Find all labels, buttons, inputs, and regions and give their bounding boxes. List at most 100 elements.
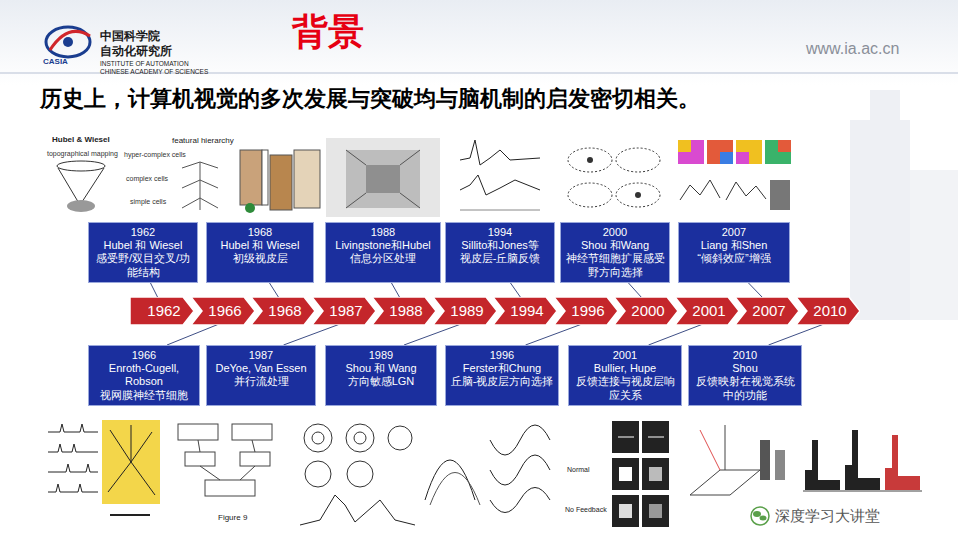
feedback-response-plots	[455, 138, 547, 217]
parallel-stream-diagram-part	[205, 480, 255, 496]
tuning-curves-part	[430, 473, 480, 506]
event-topic: 视网膜神经节细胞	[93, 389, 195, 402]
event-year: 1962	[93, 226, 193, 239]
feedback-response-plots-part	[460, 175, 540, 195]
background-part	[910, 170, 958, 320]
event-authors: DeYoe, Van Essen	[211, 362, 311, 375]
slide-title: 背景	[292, 8, 364, 57]
orientation-polar-plots-part	[294, 418, 418, 530]
receptive-field-illustration	[45, 133, 323, 217]
pyramid-illusion-figure-part	[346, 150, 420, 208]
year-text: 1987	[312, 297, 376, 325]
receptive-field-illustration-part	[294, 150, 320, 208]
feedback-stimulus-panels-part	[612, 458, 639, 490]
pyramid-illusion-figure-part	[326, 138, 440, 217]
receptive-field-ellipses-part	[635, 192, 641, 198]
chevron-fill	[493, 297, 557, 325]
ganglion-cell-figure-part	[102, 420, 160, 504]
wechat-icon	[751, 507, 769, 525]
institute-name-en: INSTITUTE OF AUTOMATION	[100, 60, 189, 67]
pyramid-illusion-figure	[326, 138, 440, 217]
orientation-map-figure-part	[765, 140, 791, 164]
event-year: 2007	[683, 226, 785, 239]
orientation-map-figure-part	[726, 182, 766, 200]
event-box: 1994Sillito和Jones等视皮层-丘脑反馈	[445, 222, 555, 283]
chevron-fill	[796, 297, 860, 325]
event-topic: “倾斜效应”增强	[683, 252, 785, 265]
receptive-field-ellipses-part	[568, 183, 612, 207]
response-histograms	[800, 418, 924, 498]
timeline-connector	[404, 324, 461, 345]
ganglion-cell-figure-part	[110, 514, 150, 516]
event-topic: 丘脑-视皮层方向选择	[450, 375, 554, 388]
figure-text: topographical mapping	[47, 150, 118, 158]
year-chevron: 1994	[493, 297, 557, 325]
subtitle-text: 历史上，计算机视觉的多次发展与突破均与脑机制的启发密切相关。	[40, 86, 700, 111]
receptive-field-illustration-part	[58, 168, 104, 205]
chevron-fill	[554, 297, 618, 325]
recording-setup-diagram-part	[775, 450, 785, 480]
feedback-response-plots-part	[460, 140, 540, 165]
institute-name: 自动化研究所	[100, 45, 172, 59]
chevron-fill	[675, 297, 739, 325]
response-histograms-part	[845, 430, 880, 490]
chevron-fill	[372, 297, 436, 325]
logo-acronym: CASIA	[43, 57, 68, 66]
response-histograms-part	[803, 491, 922, 492]
website-url: www.ia.ac.cn	[806, 40, 899, 58]
recording-setup-diagram	[678, 418, 798, 502]
feedback-response-plots-part	[455, 138, 547, 217]
event-box: 2000Shou 和Wang神经节细胞扩展感受野方向选择	[560, 222, 670, 283]
figure-text: simple cells	[130, 198, 166, 206]
orientation-map-figure-part	[736, 152, 749, 164]
orientation-polar-plots	[294, 418, 418, 530]
event-year: 1988	[330, 226, 436, 239]
year-chevron: 2010	[796, 297, 860, 325]
year-text: 1962	[130, 297, 194, 325]
orientation-polar-plots-part	[346, 424, 374, 452]
event-box: 1968Hubel 和 Wiesel初级视皮层	[206, 222, 314, 283]
timeline-connector	[749, 283, 764, 298]
receptive-field-ellipses-part	[560, 138, 668, 217]
timeline-connector	[649, 324, 704, 345]
parallel-stream-diagram-part	[240, 452, 270, 466]
ganglion-cell-figure-part	[45, 418, 163, 530]
tuning-curves-part	[490, 488, 550, 513]
year-chevron: 1996	[554, 297, 618, 325]
parallel-stream-diagram	[170, 418, 290, 530]
receptive-field-ellipses	[560, 138, 668, 217]
chevron-fill	[251, 297, 315, 325]
orientation-polar-plots-part	[354, 432, 366, 444]
event-authors: Sillito和Jones等	[450, 239, 550, 252]
timeline-connector	[526, 324, 583, 345]
chevron-fill	[735, 297, 799, 325]
feedback-stimulus-panels-part	[619, 467, 632, 481]
recording-setup-diagram-part	[760, 440, 770, 480]
year-text: 1989	[433, 297, 497, 325]
orientation-map-figure-part	[720, 152, 733, 164]
event-authors: Shou 和Wang	[565, 239, 665, 252]
event-topic: 感受野/双目交叉/功能结构	[93, 252, 193, 278]
parallel-stream-diagram-part	[185, 452, 215, 466]
event-year: 1994	[450, 226, 550, 239]
response-histograms-part	[805, 440, 840, 490]
casia-logo	[46, 27, 90, 57]
response-histograms-part	[885, 435, 920, 490]
figure-text: featural hierarchy	[172, 136, 234, 145]
year-text: 1996	[554, 297, 618, 325]
event-topic: 方向敏感LGN	[330, 375, 432, 388]
feedback-stimulus-panels-part	[619, 504, 632, 518]
event-authors: Enroth-Cugell, Robson	[93, 362, 195, 388]
orientation-map-figure-part	[676, 138, 792, 217]
orientation-polar-plots-part	[312, 432, 324, 444]
institute-name-en: CHINESE ACADEMY OF SCIENCES	[100, 68, 208, 75]
chevron-fill	[614, 297, 678, 325]
event-box: 1989Shou 和 Wang方向敏感LGN	[325, 345, 437, 406]
ganglion-cell-figure-part	[48, 424, 98, 432]
event-authors: Ferster和Chung	[450, 362, 554, 375]
event-year: 1966	[93, 349, 195, 362]
figure-text: Normal	[567, 466, 590, 474]
event-box: 1987DeYoe, Van Essen并行流处理	[206, 345, 316, 406]
chevron-fill	[191, 297, 255, 325]
